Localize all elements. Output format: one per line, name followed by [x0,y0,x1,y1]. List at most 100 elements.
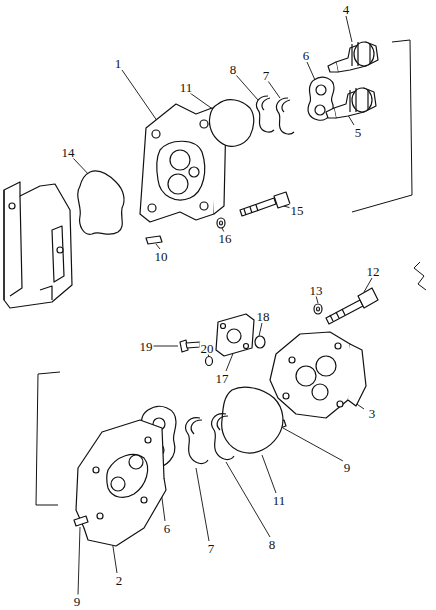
seal-rings-bottom [186,414,234,464]
housing-3-stroke [348,344,366,406]
leader-lines [73,16,372,595]
housing-3 [270,332,366,418]
housing-left-stroke [4,182,72,308]
housing-left [4,182,72,308]
callout-number: 4 [342,3,351,16]
bolt-12-stroke [326,300,363,324]
callout-number: 16 [218,232,233,245]
o-ring-18-stroke [255,336,265,348]
leader-lines-stroke [196,468,209,541]
callout-number: 6 [302,49,311,62]
bolt-12-stroke [330,309,345,321]
gear-4-stroke [354,42,374,66]
callout-number: 19 [139,340,154,353]
flange-plate-1-stroke [152,130,160,138]
callout-number: 12 [366,265,381,278]
callout-number: 20 [200,342,215,355]
callout-number: 8 [268,538,277,551]
flange-plate-1-stroke [170,150,190,170]
gear-4-stroke [352,42,370,66]
cover-17 [216,314,254,356]
screw-19 [180,340,200,352]
plate-2-stroke [107,454,148,497]
seal-rings-bottom-stroke [212,414,234,460]
screw-19-stroke [186,342,200,348]
callout-number: 7 [262,69,271,82]
seal-rings-bottom-stroke [191,420,202,434]
seal-rings-top-stroke [262,98,270,110]
bracket-lines [36,40,412,505]
seal-rings-top-stroke [282,100,290,112]
washer-13 [314,304,322,314]
callout-number: 8 [229,63,238,76]
housing-left-stroke [57,247,63,253]
housing-left-stroke [10,196,22,296]
flange-plate-1-stroke [157,141,205,200]
gear-5-stroke [326,108,336,118]
leader-lines-stroke [259,323,262,336]
housing-left-stroke [3,190,4,300]
washer-13-stroke [314,304,322,314]
cover-17-stroke [244,344,249,349]
callout-number: 17 [215,372,230,385]
callout-number: 9 [343,461,352,474]
gasket-11-bottom-stroke [222,387,283,453]
seal-rings-top-stroke [256,96,274,132]
leader-lines-stroke [316,296,318,303]
plate-2-stroke [145,437,151,443]
housing-3-stroke [335,343,341,349]
flange-plate-1-stroke [140,104,218,222]
callout-number: 3 [368,407,377,420]
seal-rings-bottom-stroke [217,416,228,430]
callout-number: 11 [179,81,194,94]
cover-17-stroke [227,329,241,343]
callout-number: 10 [154,250,169,263]
pin-9-left-stroke [74,516,88,526]
callout-number: 18 [256,310,271,323]
housing-3-stroke [316,356,336,376]
washer-13-stroke [317,307,320,311]
cover-17-stroke [216,314,254,356]
gasket-14 [78,171,124,234]
gasket-11-top [209,100,253,147]
clip-stroke [414,262,426,290]
leader-lines-stroke [268,81,280,98]
clip [414,262,426,290]
callout-number: 11 [272,494,287,507]
gear-5-stroke [350,88,368,112]
housing-left-stroke [52,226,64,282]
bearing-6-top-stroke [316,85,326,95]
plate-2-stroke [129,455,143,469]
leader-lines-stroke [122,70,160,125]
gasket-11-top-stroke [209,100,253,147]
gear-4 [328,42,378,72]
gasket-11-bottom [222,387,283,453]
bolt-15-stroke [274,192,290,208]
leader-lines-stroke [190,93,214,110]
washer-16-stroke [217,218,225,228]
flange-plate-1-stroke [168,174,188,194]
callout-number: 9 [73,595,82,608]
plate-2 [76,420,166,546]
gear-5 [326,88,376,118]
flange-plate-1-stroke [189,167,199,177]
leader-lines-stroke [346,16,352,42]
flange-plate-1-stroke [148,204,156,212]
callout-number: 15 [290,204,305,217]
cover-17-stroke [221,324,226,329]
seal-rings-top-stroke [276,98,294,134]
flange-plate-1-stroke [200,120,208,128]
housing-3-stroke [270,332,354,418]
housing-left-stroke [40,286,52,300]
bracket-lines-stroke [36,372,60,505]
callout-number: 2 [115,574,124,587]
bolt-15 [240,192,290,216]
housing-left-stroke [9,203,15,209]
callout-number: 1 [114,57,123,70]
leader-lines-stroke [156,244,160,249]
bolt-15-stroke [240,198,276,216]
plate-2-stroke [93,467,99,473]
housing-3-stroke [296,366,316,386]
leader-lines-stroke [283,428,343,461]
